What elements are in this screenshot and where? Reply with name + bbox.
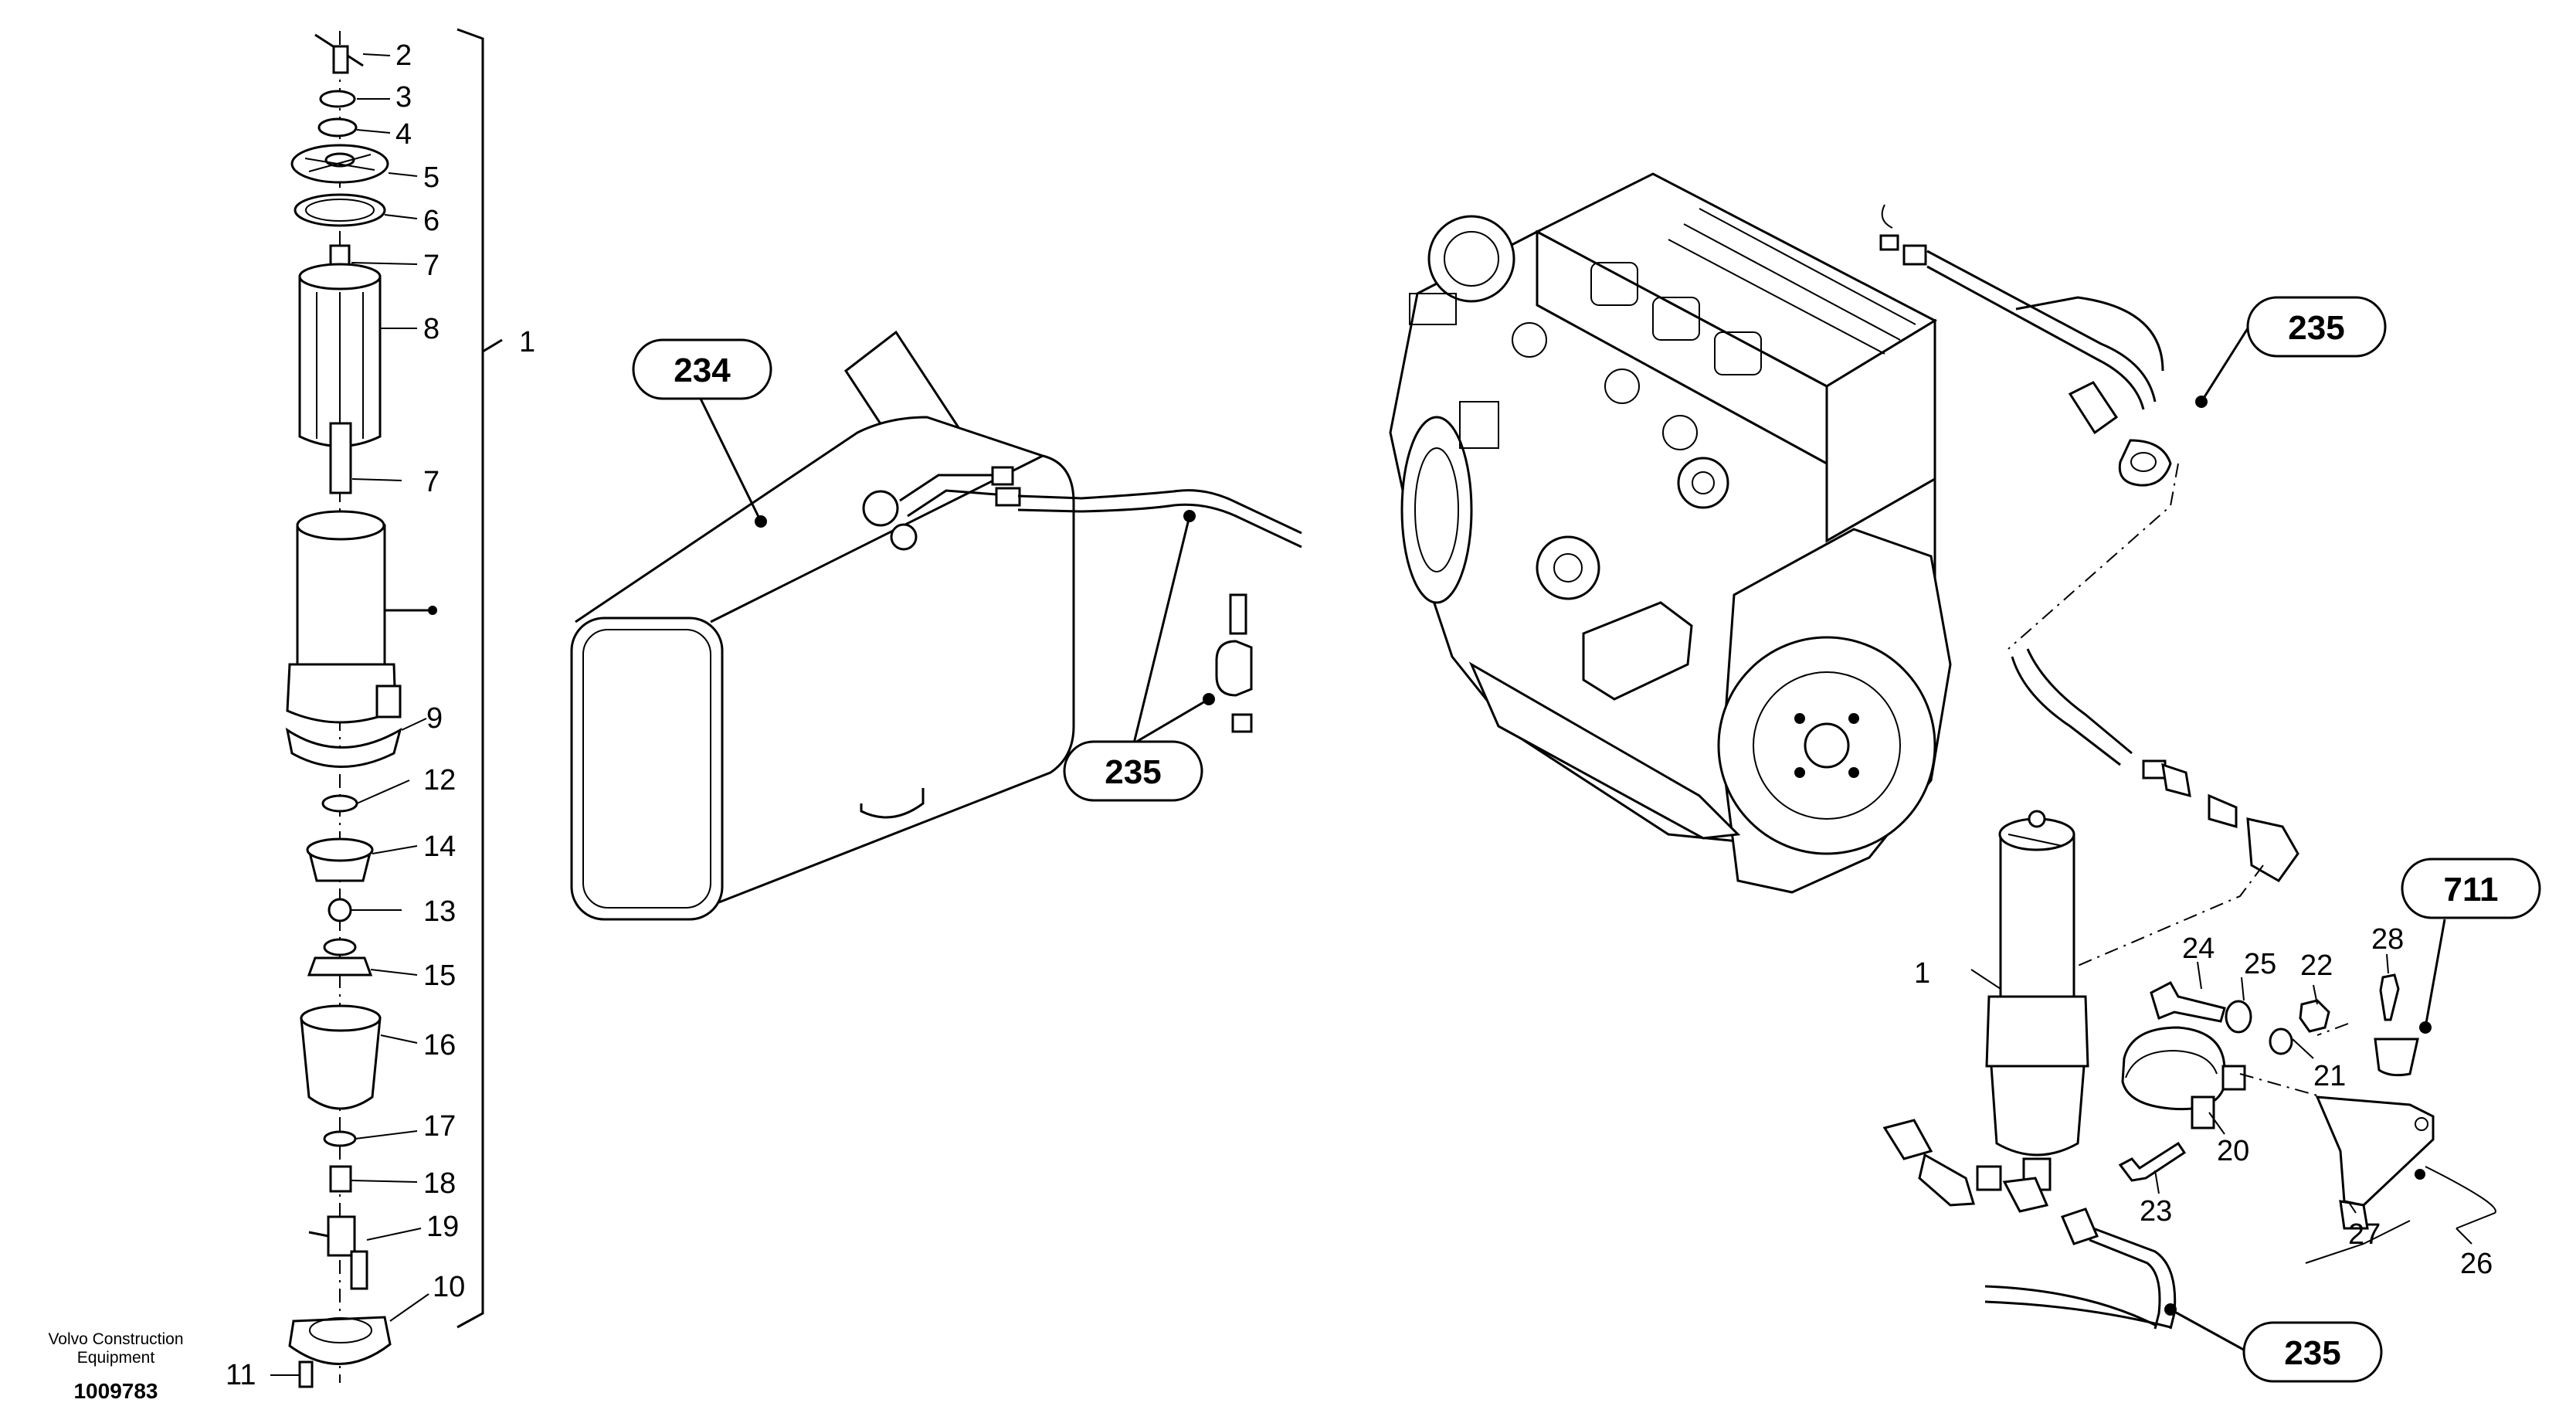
o-ring	[317, 117, 358, 138]
part-label-15: 15	[423, 960, 456, 992]
assembly-bracket	[456, 28, 484, 1329]
part-label-10: 10	[433, 1271, 465, 1303]
filter-element	[298, 263, 382, 447]
mount-label-27: 27	[2348, 1218, 2381, 1251]
mount-label-23: 23	[2140, 1195, 2172, 1228]
center-tube-lower	[329, 422, 352, 494]
mount-label-21: 21	[2313, 1060, 2346, 1092]
part-label-5: 5	[423, 161, 440, 194]
callout-235-bottom	[2242, 1321, 2383, 1383]
part-label-17: 17	[423, 1110, 456, 1143]
flange-bolt	[298, 1360, 314, 1388]
part-label-19: 19	[426, 1211, 459, 1243]
part-label-16: 16	[423, 1029, 456, 1061]
part-label-14: 14	[423, 830, 456, 863]
check-ball	[328, 898, 352, 922]
valve-seat	[306, 837, 374, 882]
leader-234	[697, 395, 762, 522]
drain-nipple	[329, 1165, 352, 1193]
sediment-bowl	[300, 1004, 382, 1110]
credit-line-2: Equipment	[77, 1349, 155, 1367]
filter-cover	[290, 144, 389, 184]
callout-711-text: 711	[2444, 871, 2499, 909]
part-label-8: 8	[423, 313, 440, 345]
mount-label-22: 22	[2300, 949, 2333, 982]
hose-clamp	[1215, 593, 1253, 733]
part-label-12: 12	[423, 764, 456, 797]
mount-label-28: 28	[2371, 923, 2404, 956]
fuel-filter-canister	[1985, 810, 2089, 1191]
drain-cock	[308, 1215, 368, 1290]
part-label-7-lower: 7	[423, 466, 440, 498]
bottom-flange	[288, 1316, 392, 1365]
callout-711	[2401, 858, 2541, 919]
washer	[319, 90, 356, 108]
mount-label-24: 24	[2182, 932, 2215, 965]
fuel-hose-lower	[2011, 648, 2299, 882]
callout-235-tank-text: 235	[1105, 753, 1161, 791]
part-label-13: 13	[423, 895, 456, 928]
callout-235-top	[2246, 296, 2387, 358]
part-label-6: 6	[423, 205, 440, 237]
callout-235-top-text: 235	[2288, 309, 2344, 347]
engine-block	[1389, 172, 1952, 894]
bowl-adapter	[307, 938, 373, 977]
filter-fittings	[1882, 1119, 2049, 1213]
part-label-1-assembly: 1	[519, 326, 535, 358]
fuel-hose-bottom	[1984, 1208, 2177, 1330]
seal	[321, 794, 358, 813]
part-label-9: 9	[426, 702, 443, 735]
part-label-3: 3	[395, 81, 412, 114]
callout-234-text: 234	[674, 352, 731, 389]
filter-housing	[285, 510, 402, 768]
mount-label-1: 1	[1914, 957, 1930, 990]
callout-235-bottom-text: 235	[2284, 1334, 2340, 1372]
callout-234	[632, 338, 772, 400]
t-bolt	[314, 33, 364, 74]
mount-label-20: 20	[2217, 1135, 2249, 1167]
part-label-4: 4	[395, 118, 412, 151]
fuel-hose-upper	[1879, 204, 2164, 410]
credit-line-1: Volvo Construction	[48, 1330, 183, 1348]
part-label-18: 18	[423, 1167, 456, 1200]
mount-label-25: 25	[2244, 948, 2276, 980]
part-label-2: 2	[395, 39, 412, 72]
hose-clamp-upper	[2068, 381, 2172, 487]
document-number: 1009783	[73, 1379, 158, 1403]
part-label-7-upper: 7	[423, 250, 440, 282]
drain-washer	[323, 1130, 357, 1147]
mount-label-26: 26	[2460, 1248, 2493, 1280]
exploded-filter-assembly: 2 3 4 5 6 7 8 1 7 9 12 14 13 15 16 17 18…	[226, 28, 535, 1391]
part-label-11: 11	[226, 1359, 256, 1391]
callout-235-tank	[1063, 740, 1203, 802]
fuel-tank	[570, 330, 1302, 921]
mounting-hardware	[2118, 973, 2435, 1230]
